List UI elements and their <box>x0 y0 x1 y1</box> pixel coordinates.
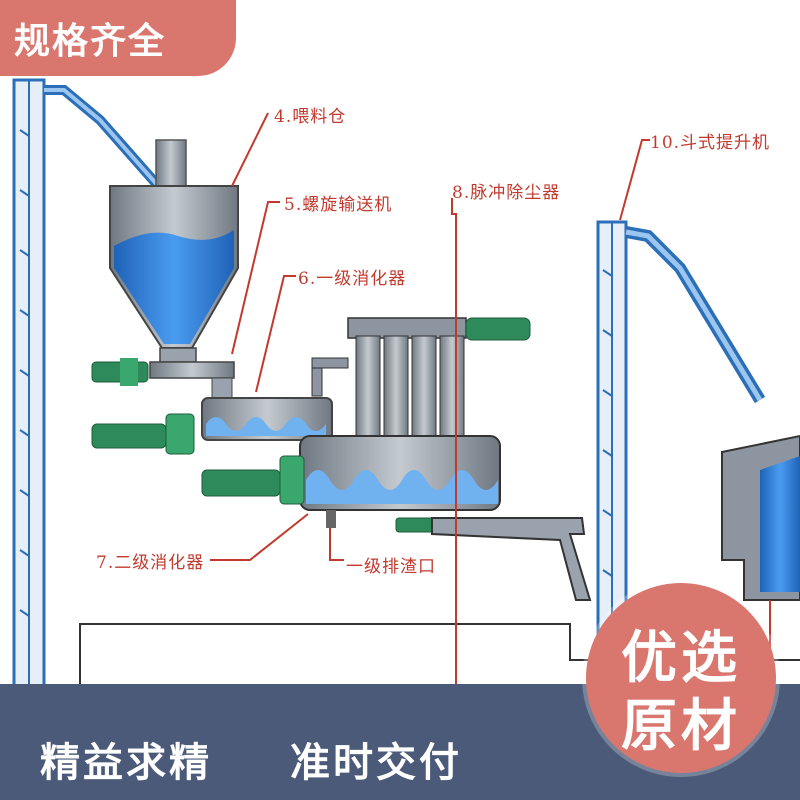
left-bucket-elevator <box>12 78 164 692</box>
label-pulse-dust-collector: 8.脉冲除尘器 <box>452 183 561 203</box>
slag-discharge-chute <box>431 517 592 601</box>
slogan-left: 精益求精 <box>40 740 212 786</box>
secondary-digester <box>201 435 501 533</box>
spec-badge-text: 规格齐全 <box>14 21 167 62</box>
finished-product-bin <box>721 434 800 601</box>
right-bucket-elevator <box>596 220 766 664</box>
pulse-dust-collector <box>311 317 531 439</box>
callout-leader-lines <box>210 112 771 700</box>
label-screw-conveyor: 5.螺旋输送机 <box>284 195 393 215</box>
feed-bin <box>109 139 239 363</box>
spec-badge: 规格齐全 <box>0 0 236 76</box>
label-secondary-digester: 7.二级消化器 <box>96 553 205 573</box>
label-primary-slag-outlet: 一级排渣口 <box>346 557 436 577</box>
slogan-right: 准时交付 <box>290 740 462 786</box>
quality-badge: 优选 原材 <box>586 583 776 773</box>
quality-badge-line2: 原材 <box>621 694 741 759</box>
label-primary-digester: 6.一级消化器 <box>298 269 407 289</box>
label-bucket-elevator: 10.斗式提升机 <box>650 133 771 153</box>
primary-digester <box>91 397 333 455</box>
quality-badge-line1: 优选 <box>621 626 741 691</box>
screw-conveyor <box>91 358 235 401</box>
label-feed-bin: 4.喂料仓 <box>274 107 347 127</box>
